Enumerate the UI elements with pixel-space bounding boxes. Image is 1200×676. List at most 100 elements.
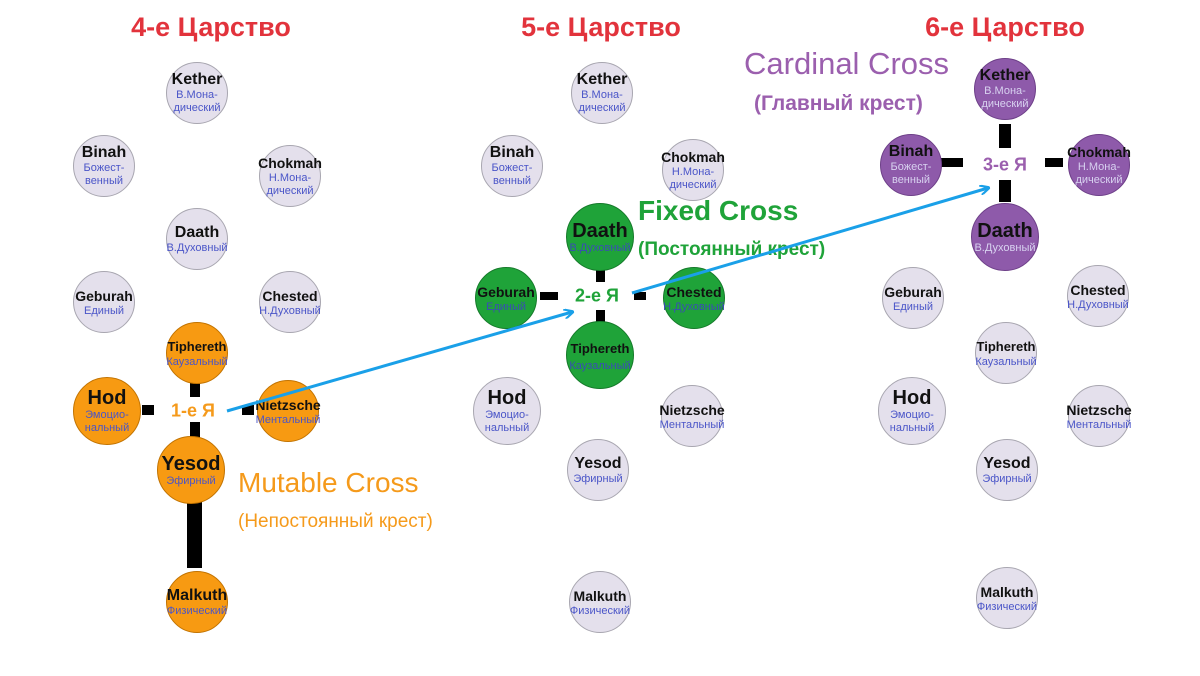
node-subtitle: Физический: [166, 604, 228, 617]
tiphereth-node: Tiphereth Каузальный: [566, 321, 634, 389]
node-name: Nietzsche: [659, 401, 725, 418]
yesod-node: Yesod Эфирный: [976, 439, 1038, 501]
hod-node: Hod Эмоцио- нальный: [878, 377, 946, 445]
node-name: Kether: [979, 67, 1031, 84]
cardinal-cross-name: Cardinal Cross: [744, 46, 950, 81]
node-name: Daath: [174, 223, 220, 241]
chested-node: Chested Н.Духовный: [663, 267, 725, 329]
cardinal-cross-bar-vertical: [999, 124, 1011, 148]
node-subtitle: В.Духовный: [166, 241, 228, 254]
node-name: Chested: [262, 287, 318, 304]
kingdom-6-title: 6-е Царство: [925, 12, 1085, 42]
binah-node: Binah Божест- венный: [481, 135, 543, 197]
hod-node: Hod Эмоцио- нальный: [473, 377, 541, 445]
node-name: Tiphereth: [167, 338, 227, 354]
node-subtitle: Каузальный: [975, 355, 1037, 368]
node-subtitle: В.Мона- дический: [173, 89, 221, 114]
node-subtitle: Н.Мона- дический: [669, 166, 717, 191]
tiphereth-node: Tiphereth Каузальный: [166, 322, 228, 384]
geburah-node: Geburah Единый: [73, 271, 135, 333]
chokmah-node: Chokmah Н.Мона- дический: [661, 139, 725, 201]
node-subtitle: Н.Мона- дический: [1075, 161, 1123, 186]
tiphereth-node: Tiphereth Каузальный: [975, 322, 1037, 384]
node-subtitle: В.Мона- дический: [981, 85, 1029, 110]
node-subtitle: Н.Духовный: [1067, 298, 1129, 311]
node-name: Chested: [666, 283, 722, 300]
node-name: Hod: [87, 387, 127, 409]
node-subtitle: Эмоцио- нальный: [484, 409, 530, 434]
node-subtitle: Каузальный: [166, 355, 228, 368]
node-name: Chokmah: [661, 149, 725, 165]
kingdom-5-title: 5-е Царство: [521, 12, 681, 42]
node-subtitle: Эфирный: [982, 472, 1032, 485]
node-name: Chokmah: [258, 155, 322, 171]
node-subtitle: Единый: [83, 304, 125, 317]
fixed-cross-ru: (Постоянный крест): [638, 239, 826, 260]
node-name: Geburah: [75, 287, 133, 304]
tree-kingdom-4: 4-е Царство Kether В.Мона- дический Bina…: [0, 0, 433, 676]
yesod-node: Yesod Эфирный: [157, 436, 225, 504]
node-name: Hod: [487, 387, 527, 409]
fixed-cross-name: Fixed Cross: [638, 195, 799, 226]
mutable-cross-bar-vertical: [190, 422, 200, 438]
mutable-cross-bar-horizontal: [242, 405, 254, 415]
kether-node: Kether В.Мона- дический: [166, 62, 228, 124]
node-name: Malkuth: [980, 583, 1034, 600]
chested-node: Chested Н.Духовный: [1067, 265, 1129, 327]
node-subtitle: Единый: [485, 300, 527, 313]
geburah-node: Geburah Единый: [475, 267, 537, 329]
nietzsche-node: Nietzsche Ментальный: [1066, 385, 1132, 447]
node-name: Tiphereth: [976, 338, 1036, 354]
cardinal-cross-bar-horizontal: [1045, 158, 1063, 167]
node-name: Chested: [1070, 281, 1126, 298]
node-subtitle: Ментальный: [659, 418, 725, 431]
node-name: Tiphereth: [570, 340, 630, 356]
node-subtitle: В.Духовный: [974, 241, 1036, 254]
ya-label-1: 1-е Я: [171, 400, 215, 421]
kether-node: Kether В.Мона- дический: [974, 58, 1036, 120]
node-subtitle: Эмоцио- нальный: [84, 409, 130, 434]
mutable-cross-name: Mutable Cross: [238, 467, 419, 498]
node-subtitle: Физический: [569, 604, 631, 617]
node-subtitle: Божест- венный: [890, 161, 932, 186]
node-subtitle: Н.Духовный: [259, 304, 321, 317]
node-name: Malkuth: [573, 587, 627, 604]
kingdom-4-title: 4-е Царство: [131, 12, 291, 42]
malkuth-node: Malkuth Физический: [166, 571, 228, 633]
daath-node: Daath В.Духовный: [566, 203, 634, 271]
node-name: Yesod: [983, 454, 1031, 472]
node-name: Hod: [892, 387, 932, 409]
node-subtitle: Ментальный: [255, 413, 321, 426]
node-name: Yesod: [574, 454, 622, 472]
malkuth-node: Malkuth Физический: [976, 567, 1038, 629]
cardinal-cross-ru: (Главный крест): [754, 92, 923, 115]
node-subtitle: Н.Духовный: [663, 300, 725, 313]
node-name: Binah: [888, 143, 934, 160]
nietzsche-node: Nietzsche Ментальный: [659, 385, 725, 447]
node-subtitle: Каузальный: [569, 359, 631, 372]
node-subtitle: Эмоцио- нальный: [889, 409, 935, 434]
node-name: Yesod: [161, 452, 221, 475]
node-name: Geburah: [477, 283, 535, 300]
chokmah-node: Chokmah Н.Мона- дический: [1067, 134, 1131, 196]
yesod-node: Yesod Эфирный: [567, 439, 629, 501]
mutable-cross-bar-vertical: [190, 375, 200, 397]
node-name: Malkuth: [166, 586, 228, 604]
geburah-node: Geburah Единый: [882, 267, 944, 329]
node-name: Nietzsche: [1066, 401, 1132, 418]
node-name: Daath: [572, 219, 628, 242]
node-subtitle: Эфирный: [573, 472, 623, 485]
kether-node: Kether В.Мона- дический: [571, 62, 633, 124]
binah-node: Binah Божест- венный: [880, 134, 942, 196]
mutable-cross-bar-horizontal: [142, 405, 154, 415]
ya-label-2: 2-е Я: [575, 285, 619, 306]
node-name: Binah: [81, 144, 127, 161]
node-name: Kether: [576, 71, 628, 88]
node-subtitle: В.Мона- дический: [578, 89, 626, 114]
malkuth-node: Malkuth Физический: [569, 571, 631, 633]
cardinal-cross-bar-vertical: [999, 180, 1011, 202]
node-subtitle: Эфирный: [166, 474, 216, 487]
node-subtitle: В.Духовный: [569, 241, 631, 254]
node-subtitle: Ментальный: [1066, 418, 1132, 431]
cardinal-cross-bar-horizontal: [941, 158, 963, 167]
